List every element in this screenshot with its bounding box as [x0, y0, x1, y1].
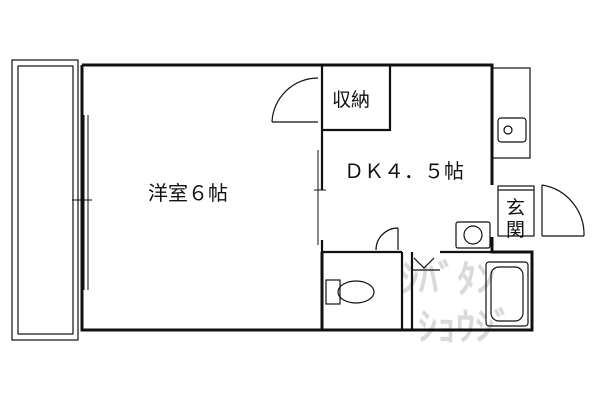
entrance-door-swing	[541, 184, 585, 237]
sliding-door	[314, 150, 326, 245]
balcony	[11, 59, 79, 341]
dining-kitchen-label: ＤＫ４．５帖	[344, 159, 464, 183]
entrance-label-line1: 玄	[506, 197, 525, 219]
storage-door-swing	[271, 77, 319, 123]
watermark-line1: ｼﾊﾞﾀﾝ	[400, 257, 495, 301]
interior-walls	[320, 65, 492, 330]
western-room-label: 洋室６帖	[148, 181, 228, 205]
watermark: ｼﾊﾞﾀﾝ ｼｮｳｼﾞ	[400, 257, 513, 349]
left-window	[72, 115, 92, 290]
toilet	[325, 279, 375, 305]
bathroom	[412, 257, 529, 327]
toilet-door-swing	[375, 227, 399, 251]
entrance	[497, 185, 535, 237]
watermark-line2: ｼｮｳｼﾞ	[418, 305, 513, 349]
kitchen-counter	[491, 67, 531, 159]
storage-label: 収納	[332, 89, 370, 111]
washer-space	[455, 221, 491, 249]
entrance-label-line2: 関	[506, 219, 525, 241]
